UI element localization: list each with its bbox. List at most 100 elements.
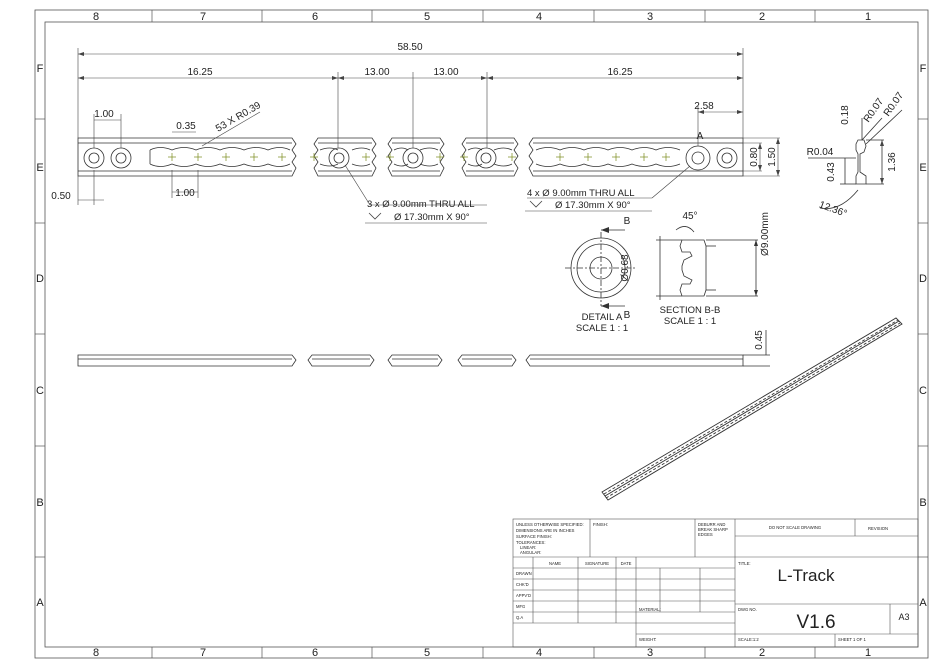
outer-border <box>34 9 929 659</box>
dim-profile-width: 0.43 <box>826 162 837 182</box>
dim-detail-dia: Ø0.68 <box>620 254 631 282</box>
tb-revision: REVISION <box>868 526 888 531</box>
tb-row-drawn: DRAWN <box>516 571 532 576</box>
tb-note-5: LINEAR: <box>520 545 536 550</box>
dim-side-height: 0.45 <box>754 330 765 350</box>
zone-row-d-right: D <box>919 273 927 285</box>
tb-weight: WEIGHT: <box>639 637 656 642</box>
detail-a-view <box>565 229 637 307</box>
zone-col-3: 3 <box>647 11 653 23</box>
dim-profile-thk: 0.18 <box>840 105 851 125</box>
dim-fillet-2: R0.07 <box>882 90 907 119</box>
section-marker-a: A <box>697 131 704 142</box>
dim-slot-width: 0.35 <box>176 121 196 132</box>
tb-row-qa: Q.A <box>516 615 523 620</box>
zone-col-6: 6 <box>312 11 318 23</box>
dim-pitch-left: 1.00 <box>94 109 114 120</box>
section-marker-b2: B <box>624 310 631 321</box>
track-top-view <box>77 137 744 177</box>
zone-ticks <box>35 10 928 658</box>
callout-hole-left-line1: 3 x Ø 9.00mm THRU ALL <box>367 199 475 210</box>
dim-profile-height: 1.36 <box>887 152 898 172</box>
zone-row-b-right: B <box>919 497 926 509</box>
track-side-view <box>77 330 770 367</box>
tb-note-6: ANGULAR: <box>520 550 541 555</box>
tb-sheet: SHEET 1 OF 1 <box>838 637 867 642</box>
tb-note-3: SURFACE FINISH: <box>516 534 552 539</box>
dim-profile-angle: 12.36° <box>817 200 848 220</box>
tb-row-chkd: CHK'D <box>516 582 529 587</box>
zone-col-8: 8 <box>93 11 99 23</box>
tb-size: A3 <box>898 612 909 622</box>
callout-hole-left-line2: Ø 17.30mm X 90° <box>394 212 470 223</box>
zone-col-4: 4 <box>536 11 542 23</box>
section-bb-arrows <box>754 240 758 296</box>
tb-note-1: UNLESS OTHERWISE SPECIFIED: <box>516 522 584 527</box>
zone-col-2: 2 <box>759 11 765 23</box>
zone-row-e-right: E <box>919 162 926 174</box>
zone-row-c-right: C <box>919 385 927 397</box>
zone-col-5: 5 <box>424 11 430 23</box>
section-marker-b1: B <box>624 216 631 227</box>
dim-slot-radius: 53 X R0.39 <box>214 100 263 135</box>
zone-col-7: 7 <box>200 11 206 23</box>
tb-row-mfg: MFG <box>516 604 525 609</box>
zone-row-f-right: F <box>920 63 927 75</box>
dim-seg-mid1: 13.00 <box>364 67 389 78</box>
tb-title-label: TITLE: <box>738 561 751 566</box>
tb-scale: SCALE:1:2 <box>738 637 759 642</box>
zone-col-2-bottom: 2 <box>759 647 765 659</box>
zone-col-1-bottom: 1 <box>865 647 871 659</box>
section-bb-label: SECTION B-B <box>660 305 721 316</box>
dim-height-outer: 1.50 <box>767 147 778 167</box>
zone-row-f: F <box>37 63 44 75</box>
zone-row-a-right: A <box>919 597 927 609</box>
title-block <box>512 518 919 648</box>
dimension-lines <box>77 48 780 206</box>
zone-col-7-bottom: 7 <box>200 647 206 659</box>
tb-dwg-no: V1.6 <box>796 612 835 633</box>
inner-border <box>44 21 919 648</box>
dim-height-inner: 0.80 <box>749 147 760 167</box>
profile-view <box>808 109 903 209</box>
profile-arrows <box>880 140 884 184</box>
zone-row-a: A <box>36 597 44 609</box>
tb-title: L-Track <box>778 566 835 585</box>
dim-section-angle: 45° <box>682 211 697 222</box>
dim-seg-mid2: 13.00 <box>433 67 458 78</box>
tb-finish: FINISH: <box>593 522 608 527</box>
zone-col-4-bottom: 4 <box>536 647 542 659</box>
slot-center-marks <box>168 153 670 161</box>
section-bb-view <box>656 226 758 300</box>
zone-row-c: C <box>36 385 44 397</box>
tb-row-appvd: APPV'D <box>516 593 531 598</box>
tb-dwg-no-label: DWG NO. <box>738 607 757 612</box>
dim-end-offset: 0.50 <box>51 191 71 202</box>
section-bb-scale: SCALE 1 : 1 <box>664 316 716 327</box>
tb-do-not-scale: DO NOT SCALE DRAWING <box>769 525 821 530</box>
zone-row-b: B <box>36 497 43 509</box>
detail-a-scale: SCALE 1 : 1 <box>576 323 628 334</box>
zone-row-d: D <box>36 273 44 285</box>
zone-col-3-bottom: 3 <box>647 647 653 659</box>
dim-section-dia: Ø9.00mm <box>760 212 771 256</box>
detail-a-arrows <box>601 227 609 309</box>
tb-deburr-1: DEBURR AND <box>698 522 725 527</box>
dim-end-right: 2.58 <box>694 101 714 112</box>
dim-seg-left: 16.25 <box>187 67 212 78</box>
countersink-symbol-left <box>368 212 382 220</box>
tb-note-2: DIMENSIONS ARE IN INCHES <box>516 528 575 533</box>
zone-col-8-bottom: 8 <box>93 647 99 659</box>
tb-material: MATERIAL: <box>639 607 661 612</box>
dim-overall-length: 58.50 <box>397 42 422 53</box>
zone-col-1: 1 <box>865 11 871 23</box>
dim-fillet-3: R0.04 <box>807 147 834 158</box>
zone-col-5-bottom: 5 <box>424 647 430 659</box>
tb-note-4: TOLERANCES: <box>516 540 545 545</box>
countersink-symbol-right <box>529 200 543 208</box>
isometric-view <box>601 317 903 501</box>
tb-deburr-2: BREAK SHARP <box>698 527 728 532</box>
tb-col-name: NAME <box>549 561 561 566</box>
tb-col-date: DATE <box>621 561 632 566</box>
